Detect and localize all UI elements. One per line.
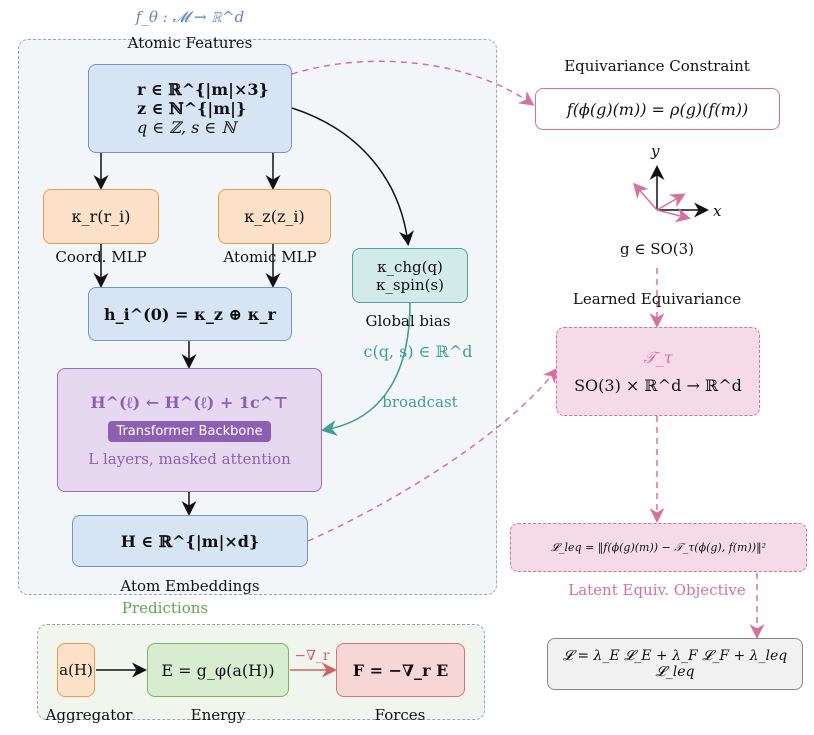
gradient-label: −∇_r: [294, 648, 330, 664]
arrow-input-to-constraint: [291, 60, 535, 106]
coord-mlp-box: κ_r(r_i): [43, 189, 159, 244]
rotated-axis-1: [633, 182, 658, 211]
coord-mlp-formula: κ_r(r_i): [71, 207, 131, 226]
broadcast-label: broadcast: [382, 393, 458, 411]
equivariance-constraint-box: f(ϕ(g)(m)) = ρ(g)(f(m)): [535, 88, 780, 130]
transformer-backbone-badge: Transformer Backbone: [108, 420, 271, 442]
learned-operator: 𝒯_τ: [643, 348, 673, 367]
aggregator-box: a(H): [57, 643, 95, 697]
predictions-title: Predictions: [121, 599, 209, 617]
energy-formula: E = g_φ(a(H)): [161, 660, 275, 680]
latent-objective-box: 𝓛_leq = ‖f(ϕ(g)(m)) − 𝒯_τ(ϕ(g), f(m))‖²: [510, 523, 807, 572]
coord-mlp-label: Coord. MLP: [55, 248, 147, 266]
latent-objective-label: Latent Equiv. Objective: [568, 581, 746, 599]
forces-box: F = −∇_r E: [336, 643, 465, 697]
aggregator-label: Aggregator: [45, 706, 133, 724]
rotated-axis-3: [656, 207, 691, 223]
so3-label: g ∈ SO(3): [619, 240, 695, 258]
aggregator-formula: a(H): [59, 661, 93, 679]
learned-map: SO(3) × ℝ^d → ℝ^d: [574, 376, 742, 395]
learned-equivariance-title: Learned Equivariance: [572, 290, 742, 308]
spin-embedding: κ_spin(s): [375, 275, 445, 294]
atomic-mlp-formula: κ_z(z_i): [244, 207, 305, 226]
energy-label: Energy: [190, 706, 246, 724]
global-bias-box: κ_chg(q) κ_spin(s): [352, 248, 468, 303]
total-loss-formula: 𝓛 = λ_E 𝓛_E + λ_F 𝓛_F + λ_leq 𝓛_leq: [562, 648, 788, 680]
energy-box: E = g_φ(a(H)): [147, 643, 289, 697]
transformer-box: H^(ℓ) ← H^(ℓ) + 1c^⊤ Transformer Backbon…: [57, 368, 322, 492]
atomic-features-label: Atomic Features: [127, 34, 253, 52]
transformer-sublabel: L layers, masked attention: [88, 449, 291, 468]
axis-x-label: x: [713, 202, 722, 220]
arrow-broadcast: [320, 302, 411, 436]
total-loss-box: 𝓛 = λ_E 𝓛_E + λ_F 𝓛_F + λ_leq 𝓛_leq: [547, 638, 803, 690]
bias-update-formula: H^(ℓ) ← H^(ℓ) + 1c^⊤: [90, 392, 289, 412]
latent-objective-formula: 𝓛_leq = ‖f(ϕ(g)(m)) − 𝒯_τ(ϕ(g), f(m))‖²: [551, 540, 766, 554]
equivariance-formula: f(ϕ(g)(m)) = ρ(g)(f(m)): [566, 99, 749, 119]
bias-vector: c(q, s) ∈ ℝ^d: [363, 342, 473, 361]
encoder-title: f_θ : 𝓜 → ℝ^d: [135, 8, 245, 26]
equivariance-title: Equivariance Constraint: [564, 57, 750, 75]
input-positions: r ∈ ℝ^{|m|×3}: [137, 80, 269, 99]
atom-embeddings-formula: H ∈ ℝ^{|m|×d}: [120, 531, 260, 551]
atom-embeddings-label: Atom Embeddings: [120, 577, 260, 595]
rotated-axis-2: [656, 193, 686, 211]
input-features-box: r ∈ ℝ^{|m|×3} z ∈ ℕ^{|m|} q ∈ ℤ, s ∈ ℕ: [88, 64, 292, 153]
forces-label: Forces: [374, 706, 426, 724]
axis-y-label: y: [651, 142, 660, 160]
atomic-mlp-label: Atomic MLP: [223, 248, 317, 266]
input-charge-spin: q ∈ ℤ, s ∈ ℕ: [137, 118, 236, 137]
initial-embedding-formula: h_i^(0) = κ_z ⊕ κ_r: [104, 304, 276, 324]
global-bias-label: Global bias: [365, 312, 451, 330]
learned-equivariance-box: 𝒯_τ SO(3) × ℝ^d → ℝ^d: [556, 327, 760, 416]
charge-embedding: κ_chg(q): [377, 257, 443, 276]
atom-embeddings-box: H ∈ ℝ^{|m|×d}: [72, 515, 308, 567]
arrow-input-to-global: [291, 107, 414, 246]
initial-embedding-box: h_i^(0) = κ_z ⊕ κ_r: [88, 287, 292, 341]
input-atomic-numbers: z ∈ ℕ^{|m|}: [137, 99, 247, 118]
forces-formula: F = −∇_r E: [352, 660, 449, 680]
atomic-mlp-box: κ_z(z_i): [218, 189, 331, 244]
